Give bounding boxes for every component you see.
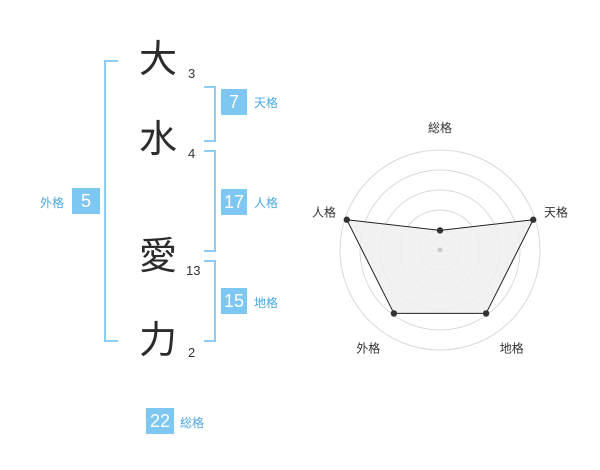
stroke-count-1: 3 (188, 66, 196, 81)
soukaku-value: 22 (146, 408, 174, 434)
name-char-4: 力 (138, 318, 177, 362)
stroke-count-4: 2 (188, 345, 196, 360)
radar-axis-label: 外格 (356, 341, 380, 356)
tenkaku-bracket (204, 86, 216, 142)
radar-grid-ring (359, 169, 521, 331)
jinkaku-label: 人格 (254, 196, 279, 210)
radar-point-4 (390, 310, 398, 317)
tenkaku-label: 天格 (254, 96, 279, 110)
name-char-3: 愛 (138, 234, 177, 278)
gaikaku-value: 5 (72, 188, 100, 214)
jinkaku-value: 17 (221, 189, 247, 215)
gaikaku-bracket (104, 60, 118, 342)
radar-point-5 (343, 216, 350, 223)
gaikaku-label: 外格 (40, 196, 65, 210)
radar-point-2 (530, 216, 537, 223)
name-char-1: 大 (138, 37, 177, 81)
radar-grid-ring (339, 149, 541, 351)
radar-axis-label: 人格 (312, 204, 336, 219)
tenkaku-value: 7 (221, 89, 247, 115)
chikaku-label: 地格 (254, 296, 279, 310)
jinkaku-bracket (204, 150, 216, 252)
radar-center-dot (437, 247, 443, 253)
name-char-2: 水 (138, 117, 177, 161)
radar-axis-label: 天格 (544, 204, 568, 219)
stroke-count-2: 4 (188, 146, 196, 161)
chikaku-value: 15 (221, 288, 247, 314)
radar-point-1 (436, 227, 444, 234)
stroke-count-3: 13 (186, 263, 201, 278)
radar-axis-label: 地格 (500, 341, 524, 356)
radar-axis-label: 総格 (428, 120, 452, 135)
chikaku-bracket (204, 260, 216, 342)
soukaku-label: 総格 (180, 416, 205, 430)
radar-data-area (345, 219, 535, 314)
radar-point-3 (482, 310, 490, 317)
